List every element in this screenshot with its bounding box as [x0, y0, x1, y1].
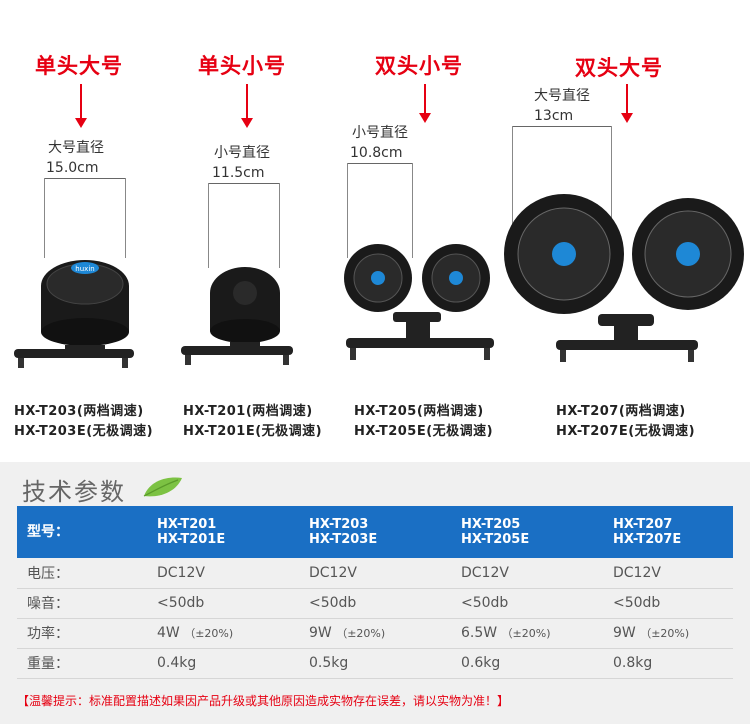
- dim-line: [44, 178, 126, 179]
- spec-cell: 9W （±20%): [309, 625, 386, 641]
- dim-guide-right: [125, 178, 126, 258]
- red-arrow-icon: [621, 84, 633, 123]
- spec-cell: DC12V: [157, 564, 205, 581]
- spec-cell: DC12V: [613, 564, 661, 581]
- red-arrow-icon: [241, 84, 253, 128]
- dim-label: 大号直径: [48, 140, 104, 156]
- spec-header-label: 型号：: [27, 523, 69, 540]
- dim-guide-left: [44, 178, 45, 258]
- spec-row-label: 电压：: [27, 565, 69, 582]
- model-stepless: HX-T205E(无极调速): [354, 424, 494, 439]
- spec-row-power: 功率： 4W （±20%) 9W （±20%) 6.5W （±20%) 9W （…: [17, 618, 733, 648]
- spec-cell: 9W （±20%): [613, 625, 690, 641]
- dim-label: 小号直径: [214, 145, 270, 161]
- model-standard: HX-T203(两档调速): [14, 404, 144, 419]
- dim-line: [347, 163, 413, 164]
- spec-cell: 0.4kg: [157, 655, 197, 671]
- red-arrow-icon: [419, 84, 431, 123]
- product-title: 双头小号: [375, 54, 463, 78]
- dim-label: 小号直径: [352, 125, 408, 141]
- model-standard: HX-T207(两档调速): [556, 404, 686, 419]
- spec-row-label: 功率：: [27, 626, 69, 642]
- dim-guide-left: [208, 183, 209, 268]
- spec-cell: <50db: [613, 595, 661, 611]
- spec-cell: 0.5kg: [309, 655, 349, 671]
- spec-cell: DC12V: [461, 564, 509, 581]
- dim-guide-right: [611, 126, 612, 236]
- spec-row-label: 噪音：: [27, 596, 69, 612]
- dim-line: [208, 183, 280, 184]
- leaf-icon: [143, 477, 182, 497]
- dim-value: 11.5cm: [212, 165, 265, 181]
- dim-guide-right: [279, 183, 280, 268]
- fan-double-small-image: [344, 244, 494, 360]
- product-title: 单头大号: [35, 54, 123, 78]
- dim-guide-left: [347, 163, 348, 258]
- spec-row-voltage: 电压： DC12V DC12V DC12V DC12V: [17, 558, 733, 588]
- notice-text: 【温馨提示：标准配置描述如果因产品升级或其他原因造成实物存在误差，请以实物为准！…: [17, 694, 510, 708]
- spec-cell: 4W （±20%): [157, 625, 234, 641]
- dim-value: 10.8cm: [350, 145, 403, 161]
- spec-cell: <50db: [157, 595, 205, 611]
- model-stepless: HX-T203E(无极调速): [14, 424, 154, 439]
- dim-guide-left: [512, 126, 513, 236]
- spec-cell: <50db: [309, 595, 357, 611]
- red-arrow-icon: [75, 84, 87, 128]
- dim-label: 大号直径: [534, 88, 590, 104]
- spec-cell: 0.8kg: [613, 655, 653, 671]
- product-title: 单头小号: [198, 54, 286, 78]
- dim-value: 15.0cm: [46, 160, 99, 176]
- fan-double-large-image: [504, 194, 744, 362]
- fan-single-small-image: [181, 267, 293, 365]
- model-stepless: HX-T201E(无极调速): [183, 424, 323, 439]
- spec-cell: <50db: [461, 595, 509, 611]
- product-title: 双头大号: [575, 56, 663, 80]
- dim-line: [512, 126, 612, 127]
- dim-guide-right: [412, 163, 413, 258]
- model-standard: HX-T205(两档调速): [354, 404, 484, 419]
- spec-cell: 6.5W （±20%): [461, 625, 551, 641]
- spec-row-noise: 噪音： <50db <50db <50db <50db: [17, 588, 733, 618]
- fan-single-large-image: huxin: [14, 260, 134, 368]
- spec-cell: DC12V: [309, 564, 357, 581]
- spec-title: 技术参数: [22, 478, 126, 506]
- spec-row-label: 重量：: [27, 656, 69, 672]
- model-standard: HX-T201(两档调速): [183, 404, 313, 419]
- brand-logo: huxin: [75, 265, 94, 273]
- dim-value: 13cm: [534, 108, 574, 124]
- spec-row-weight: 重量： 0.4kg 0.5kg 0.6kg 0.8kg: [17, 648, 733, 678]
- spec-cell: 0.6kg: [461, 655, 501, 671]
- model-stepless: HX-T207E(无极调速): [556, 424, 696, 439]
